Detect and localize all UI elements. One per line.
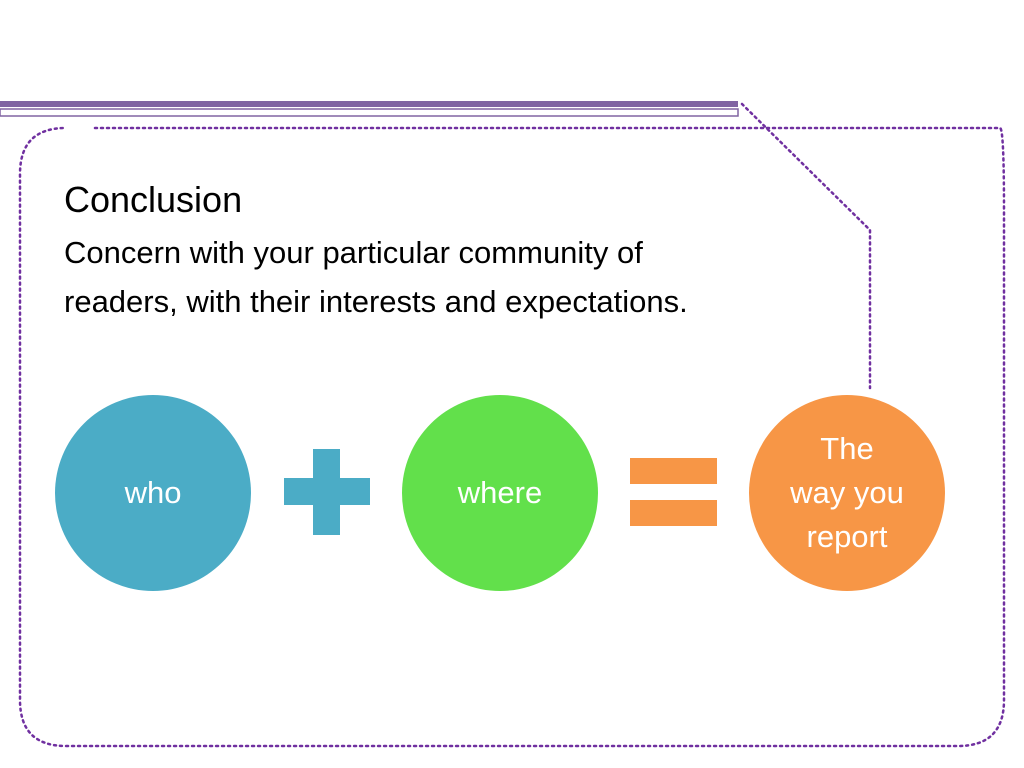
dotted-frame-border	[18, 126, 1006, 748]
result-label-line-1: The	[820, 431, 874, 466]
where-circle: where	[402, 395, 598, 591]
body-line-2: readers, with their interests and expect…	[64, 284, 688, 319]
body-line-1: Concern with your particular community o…	[64, 235, 643, 270]
plus-icon	[284, 449, 370, 535]
folded-corner	[740, 102, 872, 390]
equals-icon	[630, 458, 717, 526]
header-bar	[0, 101, 738, 107]
who-label: who	[124, 475, 182, 510]
who-circle: who	[55, 395, 251, 591]
slide-title: Conclusion	[64, 179, 243, 220]
result-circle: The way you report	[749, 395, 945, 591]
result-label: The way you report	[790, 427, 904, 559]
result-label-line-3: report	[806, 519, 888, 554]
slide-body-text: Concern with your particular community o…	[64, 228, 844, 326]
result-label-line-2: way you	[790, 475, 904, 510]
header-bar-outline	[0, 108, 739, 117]
where-label: where	[457, 475, 543, 510]
